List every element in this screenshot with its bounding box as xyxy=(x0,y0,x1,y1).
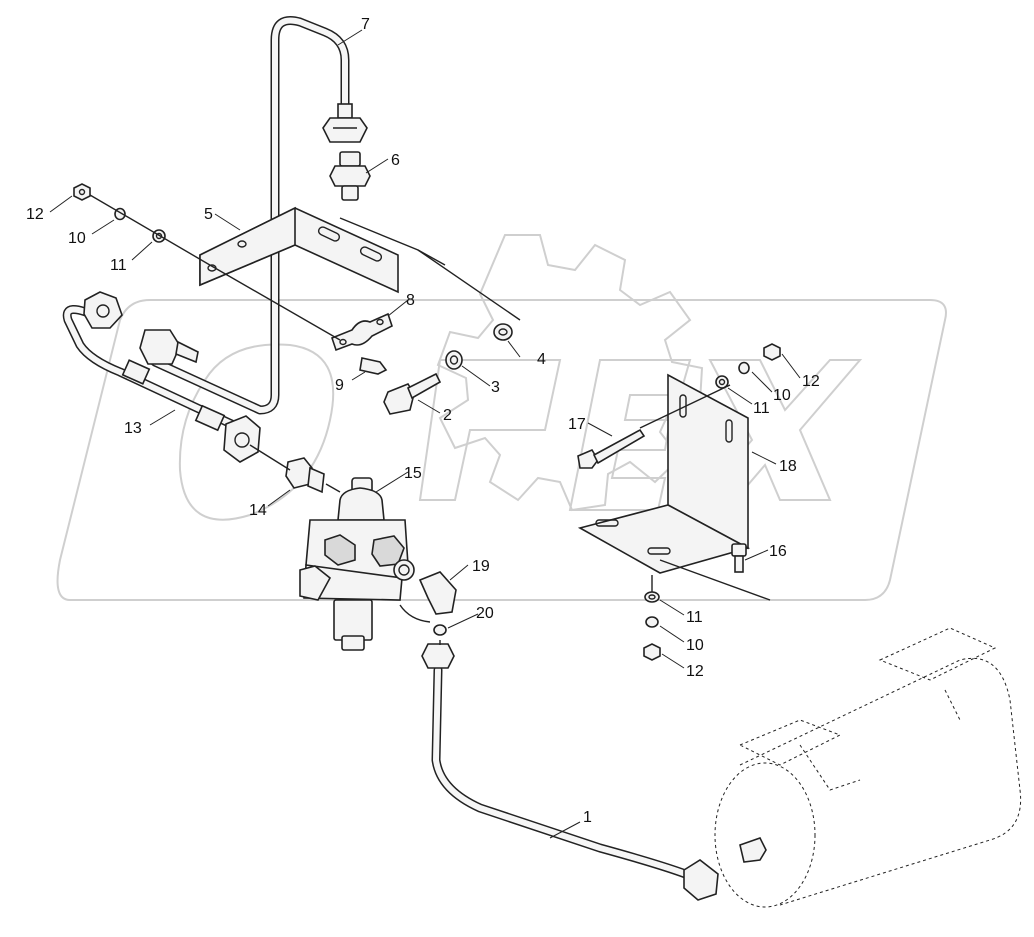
washer-4 xyxy=(493,323,513,341)
callout-labels: 7 6 5 8 4 3 2 9 12 10 11 13 14 15 19 20 … xyxy=(26,16,820,826)
callout-11-lower: 11 xyxy=(686,609,703,626)
callout-15: 15 xyxy=(404,465,422,482)
hose-1 xyxy=(421,643,719,901)
callout-10-lower: 10 xyxy=(686,637,704,654)
callout-7: 7 xyxy=(361,16,370,33)
callout-9: 9 xyxy=(335,377,344,394)
callout-6: 6 xyxy=(391,152,400,169)
callout-12-right-top: 12 xyxy=(802,373,820,390)
nut-12-lower xyxy=(643,643,661,661)
callout-16: 16 xyxy=(769,543,787,560)
assembly-lines xyxy=(89,194,771,645)
lock-washer-3 xyxy=(445,350,463,370)
callout-2: 2 xyxy=(443,407,452,424)
nut-12-left xyxy=(73,183,91,201)
fitting-14 xyxy=(285,457,325,494)
tube-7 xyxy=(150,16,350,415)
washer-11-lower xyxy=(644,591,660,603)
callout-8: 8 xyxy=(406,292,415,309)
callout-12-lower: 12 xyxy=(686,663,704,680)
watermark-logo xyxy=(56,234,947,601)
o-ring-20 xyxy=(433,624,447,636)
callout-18: 18 xyxy=(779,458,797,475)
hose-13 xyxy=(62,291,261,463)
callout-10-right-top: 10 xyxy=(773,387,791,404)
lock-washer-10-lower xyxy=(645,616,659,628)
clamp-8 xyxy=(331,312,393,352)
callout-5: 5 xyxy=(204,206,213,223)
callout-19: 19 xyxy=(472,558,490,575)
callout-20: 20 xyxy=(476,605,494,622)
callout-11-left: 11 xyxy=(110,257,127,274)
callout-1: 1 xyxy=(583,809,592,826)
bolt-9 xyxy=(359,357,388,375)
bolt-16 xyxy=(731,543,747,573)
bracket-5 xyxy=(199,206,399,294)
callout-3: 3 xyxy=(491,379,500,396)
tube-nut-7 xyxy=(322,103,368,143)
washer-11-right-top xyxy=(715,375,729,389)
bracket-18 xyxy=(577,373,751,574)
lock-washer-10-right-top xyxy=(738,361,750,375)
callout-14: 14 xyxy=(249,502,267,519)
valve-15 xyxy=(299,477,415,651)
leader-lines xyxy=(49,29,801,839)
callout-10-left: 10 xyxy=(68,230,86,247)
connector-6 xyxy=(329,151,371,201)
callout-17: 17 xyxy=(568,416,586,433)
callout-4: 4 xyxy=(537,351,546,368)
bolt-2 xyxy=(383,372,442,415)
callout-12-left: 12 xyxy=(26,206,44,223)
bolt-17 xyxy=(577,428,646,469)
elbow-19 xyxy=(418,571,457,615)
callout-11-right-top: 11 xyxy=(753,400,770,417)
callout-13: 13 xyxy=(124,420,142,437)
air-tank xyxy=(714,627,1022,908)
nut-12-right-top xyxy=(763,343,781,361)
